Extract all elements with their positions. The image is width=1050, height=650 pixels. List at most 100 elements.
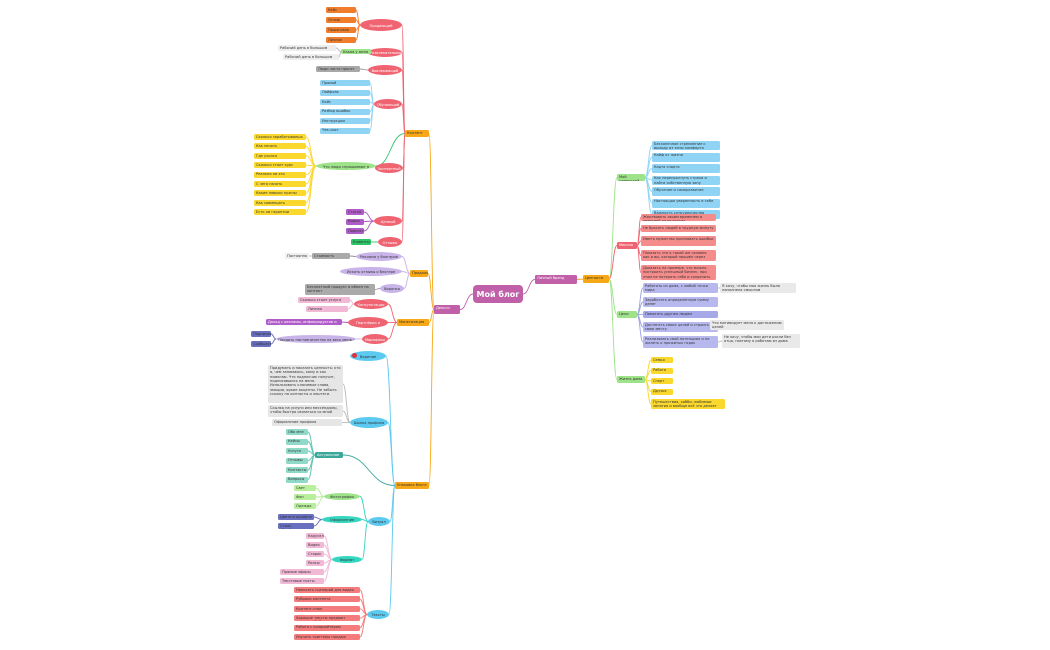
visual-item-2-4[interactable]: Прямые эфиры bbox=[280, 569, 324, 575]
sales-ads-node[interactable]: Реклама у блогеров bbox=[356, 252, 402, 261]
life-item-2[interactable]: Спорт bbox=[651, 378, 673, 384]
visual-item-2-0[interactable]: Карусели bbox=[306, 533, 324, 539]
content-sales-item-2[interactable]: Пошаговая инструкция bbox=[326, 27, 356, 33]
life-item-1[interactable]: Работа bbox=[651, 367, 673, 374]
mission-item-0[interactable]: Жертвовать своим временем и энергией рад… bbox=[641, 214, 716, 221]
mission-item-1[interactable]: Не бросать людей в трудную минуту bbox=[641, 225, 716, 232]
content-sales-item-1[interactable]: Отзыв bbox=[326, 17, 356, 23]
monetization-node[interactable]: Монетизация bbox=[397, 319, 429, 326]
visual-item-0-1[interactable]: Фон bbox=[294, 494, 316, 500]
sales-funnel-node[interactable]: Воронка bbox=[380, 284, 404, 293]
main-value-item-0[interactable]: Бесконечное стремление к выходу из зоны … bbox=[652, 141, 720, 150]
main-value-item-3[interactable]: Как перепрыгнуть страхи и найти собствен… bbox=[652, 175, 720, 185]
content-node[interactable]: Контент bbox=[405, 130, 429, 137]
visual-item-0-2[interactable]: Одежда bbox=[294, 503, 316, 509]
content-question-item-0[interactable]: Сколько зарабатываешь bbox=[254, 134, 306, 140]
visual-item-1-1[interactable]: Стиль обработки bbox=[278, 523, 314, 529]
content-review-item-0[interactable]: Клиенты bbox=[351, 239, 371, 245]
content-edu-item-5[interactable]: Чек-лист bbox=[320, 127, 370, 134]
visual-group-1[interactable]: Оформление ленты bbox=[322, 516, 362, 523]
content-expert-node[interactable]: Экспертный bbox=[375, 163, 403, 173]
content-question-item-3[interactable]: Сколько стоит курс bbox=[254, 162, 306, 169]
values-node[interactable]: Ценности bbox=[583, 275, 609, 283]
main-value-item-4[interactable]: Обучение и саморазвитие bbox=[652, 187, 720, 196]
profile-highlight-item-5[interactable]: Вопросы bbox=[286, 476, 308, 483]
content-fun-item-0[interactable]: Какая у меня была мечта bbox=[341, 49, 371, 54]
content-reviews-node[interactable]: Отзывы bbox=[378, 237, 402, 247]
visual-item-0-0[interactable]: Свет bbox=[294, 485, 316, 491]
content-questions-node[interactable]: Что люди спрашивают в комментариях bbox=[316, 162, 376, 170]
money-node[interactable]: Деньги bbox=[434, 305, 460, 314]
profile-highlight-item-2[interactable]: Услуги bbox=[286, 448, 308, 454]
personal-brand-node[interactable]: Личный бренд bbox=[535, 275, 577, 284]
mission-item-2[interactable]: Иметь мужество признавать ошибки bbox=[641, 236, 716, 246]
content-sales-node[interactable]: Продающий контент bbox=[360, 19, 402, 31]
goal-item-1[interactable]: Заработать определённую сумму денег bbox=[643, 297, 718, 307]
life-item-3[interactable]: Друзья bbox=[651, 388, 673, 395]
mon-marathon-sub-1[interactable]: Сообщество bbox=[251, 341, 271, 347]
main-value-item-5[interactable]: Настоящая уверенность в себе bbox=[652, 198, 720, 208]
profile-text-item-3[interactable]: Хорошие тексты продают лучше любой рекла… bbox=[294, 615, 360, 622]
content-value-node[interactable]: Ценный bbox=[374, 216, 402, 226]
content-expert-item-0[interactable]: Статья bbox=[346, 209, 364, 215]
content-expert-item-1[interactable]: Видео bbox=[346, 218, 364, 225]
goal-note-1[interactable]: Что мотивирует меня к достижению целей bbox=[710, 320, 784, 330]
profile-social-node[interactable]: Ведение соцсетей bbox=[350, 351, 386, 361]
mission-item-3[interactable]: Показать что я такой же человек как и вы… bbox=[641, 250, 716, 261]
mission-node[interactable]: Миссия bbox=[617, 242, 637, 249]
content-edu-item-3[interactable]: Разбор ошибок bbox=[320, 108, 370, 115]
content-sales-item-3[interactable]: Личное bbox=[326, 37, 356, 43]
main-value-item-1[interactable]: Кайф от жизни bbox=[652, 152, 720, 162]
life-home-node[interactable]: Жизнь дома bbox=[617, 376, 645, 383]
mon-partner-node[interactable]: Партнёрки и реклама bbox=[348, 317, 388, 328]
mon-marathon-node[interactable]: Марафоны bbox=[362, 334, 388, 344]
profile-header-note-2[interactable]: Оформление профиля bbox=[272, 419, 342, 426]
content-expert-item-2[interactable]: Подкаст bbox=[346, 228, 364, 234]
sales-ads-item-0[interactable]: Стоимость рекламы bbox=[312, 253, 350, 259]
content-edu-item-4[interactable]: Инструкции bbox=[320, 118, 370, 124]
content-edu-item-0[interactable]: Прямой bbox=[320, 80, 370, 86]
mission-item-4[interactable]: Доказать на примере, что можно построить… bbox=[641, 265, 716, 280]
content-question-item-4[interactable]: Реально ли это bbox=[254, 171, 306, 178]
content-fun-item-1[interactable]: Рабочий день в большом городе bbox=[278, 45, 336, 51]
sales-ads-note[interactable]: Постоянно bbox=[285, 253, 309, 259]
mon-marathon-sub-0[interactable]: Подписка bbox=[251, 331, 271, 337]
profile-texts-node[interactable]: Тексты bbox=[367, 610, 389, 619]
goal-note-2[interactable]: Не хочу, чтобы мои дети росли без отца, … bbox=[722, 334, 800, 348]
content-engage-node[interactable]: Вовлекающий bbox=[368, 65, 402, 75]
visual-item-2-1[interactable]: Видео bbox=[306, 542, 324, 548]
profile-header-node[interactable]: Шапка профиля bbox=[350, 417, 388, 428]
visual-item-2-5[interactable]: Текстовые посты bbox=[280, 578, 324, 584]
life-item-0[interactable]: Семья bbox=[651, 357, 673, 363]
content-question-item-7[interactable]: Как совмещать bbox=[254, 199, 306, 206]
goal-item-3[interactable]: Достигать своих целей и строить свою меч… bbox=[643, 322, 718, 332]
sales-funnel-item-0[interactable]: Бесплатный продукт в обмен на контакт bbox=[305, 284, 375, 295]
mon-consult-node[interactable]: Консультации bbox=[354, 299, 388, 309]
profile-text-item-2[interactable]: Контент-план bbox=[294, 605, 360, 612]
visual-group-2[interactable]: Формат bbox=[332, 556, 362, 563]
content-engage-item-0[interactable]: Люди часто просят совета bbox=[316, 66, 360, 72]
content-sales-item-0[interactable]: Кейс bbox=[326, 7, 356, 13]
content-question-item-8[interactable]: Есть ли гарантии bbox=[254, 209, 306, 216]
profile-text-item-4[interactable]: Работа с копирайтером bbox=[294, 624, 360, 631]
profile-visual-node[interactable]: Визуал bbox=[368, 517, 390, 526]
mon-marathon-item-0[interactable]: Продать наставничество на весь месяц bbox=[276, 335, 356, 343]
content-edu-item-2[interactable]: Кейс bbox=[320, 99, 370, 105]
content-question-item-2[interactable]: Где учился bbox=[254, 152, 306, 159]
sales-reviews-node[interactable]: Искать отзывы о блогере bbox=[340, 267, 402, 276]
profile-highlight-item-0[interactable]: Обо мне bbox=[286, 429, 308, 435]
main-value-item-2[interactable]: Карта спорта bbox=[652, 164, 720, 173]
goals-node[interactable]: Цели bbox=[617, 311, 637, 318]
mon-consult-item-1[interactable]: Личная консультация bbox=[306, 306, 348, 312]
profile-header-note-1[interactable]: Ссылка на услуги или мессенджер, чтобы б… bbox=[268, 405, 343, 417]
goal-note-0[interactable]: Я хочу, чтобы моя жизнь была наполнена с… bbox=[720, 283, 796, 293]
profile-highlights-node[interactable]: Актуальное bbox=[315, 452, 343, 458]
content-question-item-6[interactable]: Какие навыки нужны bbox=[254, 190, 306, 197]
profile-text-item-1[interactable]: Рубрики контента bbox=[294, 596, 360, 603]
content-question-item-5[interactable]: С чего начать bbox=[254, 181, 306, 187]
profile-highlight-item-1[interactable]: Кейсы bbox=[286, 438, 308, 445]
main-values-node[interactable]: Мой ценностей bbox=[617, 174, 645, 181]
profile-highlight-item-4[interactable]: Контакты bbox=[286, 467, 308, 473]
mon-partner-item-0[interactable]: Доход с рекламы, инфопродуктов и партнёр… bbox=[266, 319, 342, 325]
visual-item-1-0[interactable]: Цвета и шрифты bbox=[278, 514, 314, 520]
